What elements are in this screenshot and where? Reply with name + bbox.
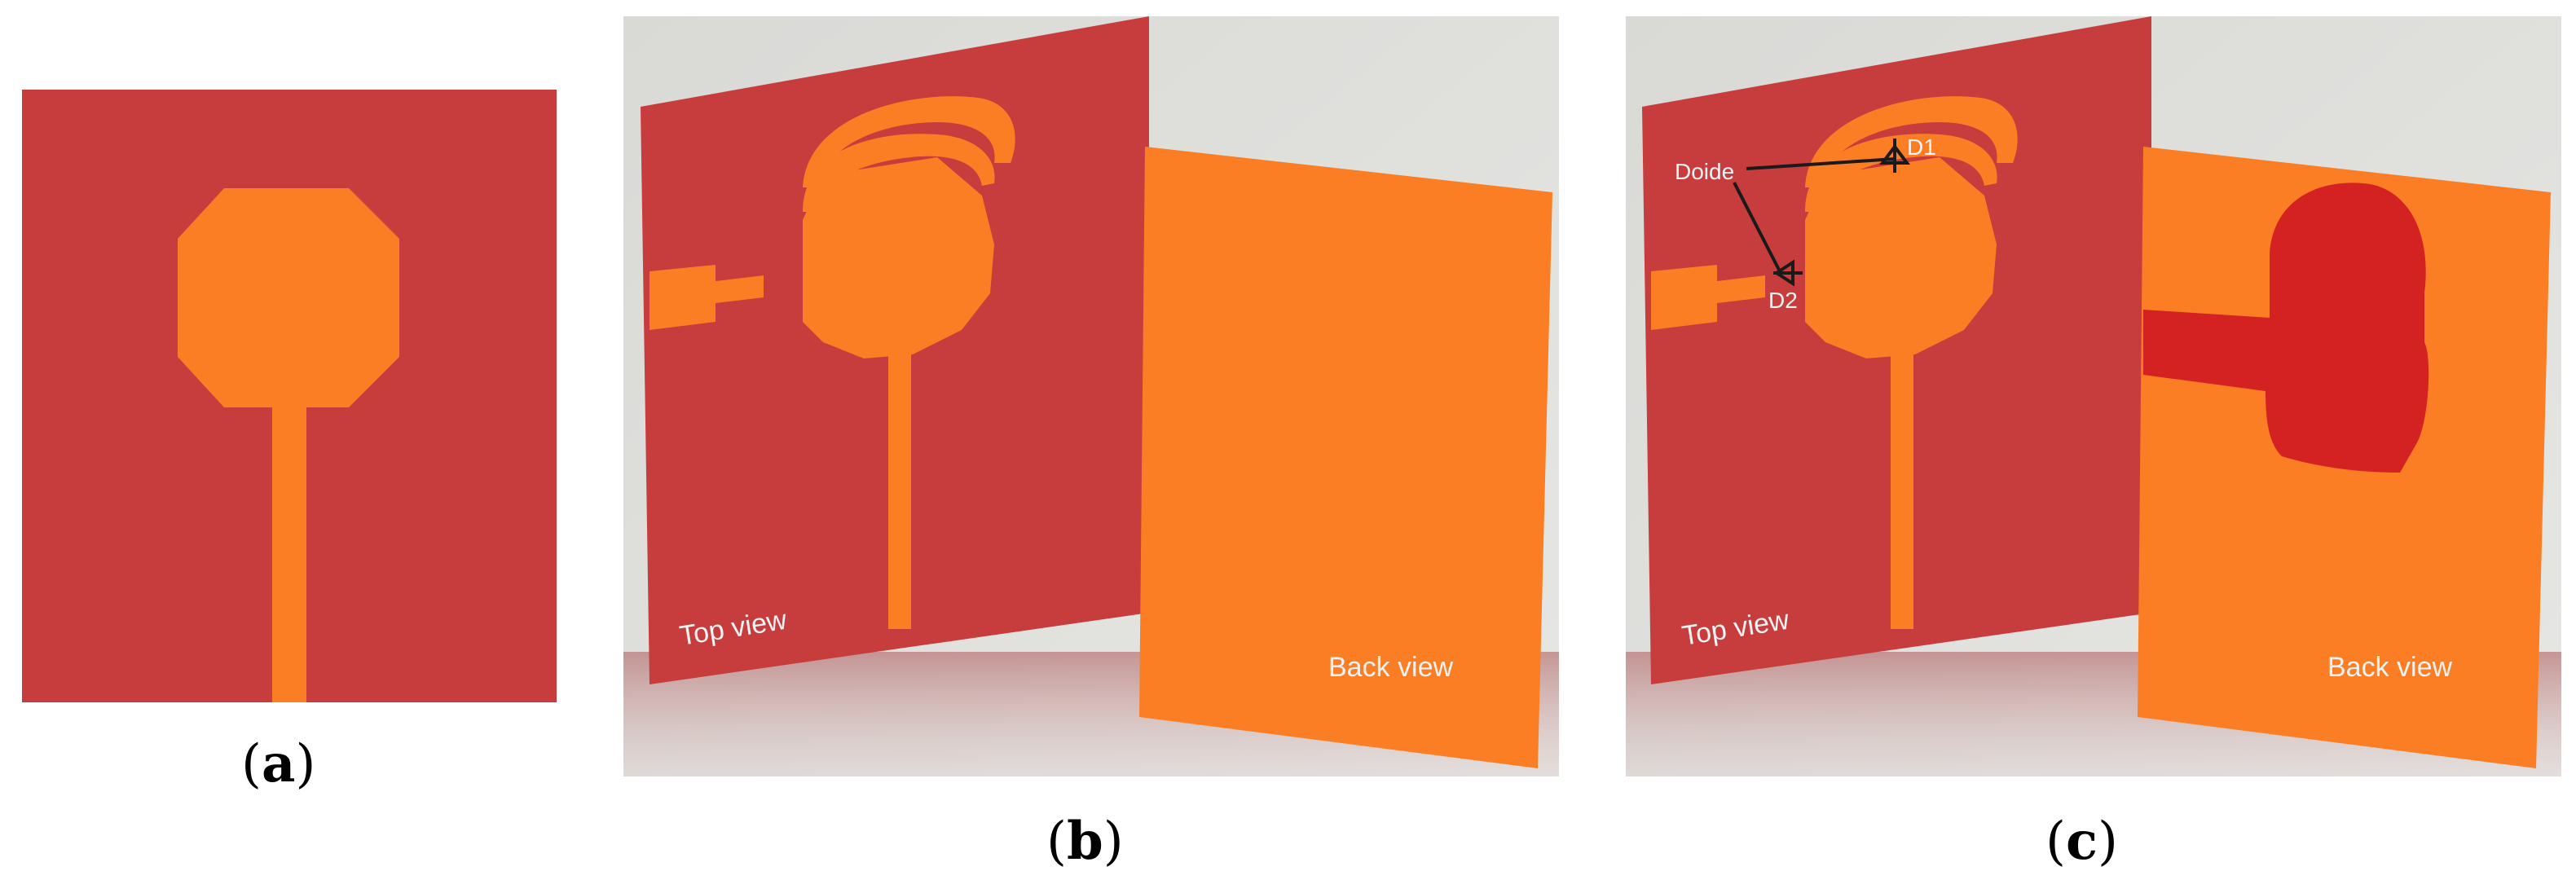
panel-c: Doide D1 D2 Top view Back view — [1626, 16, 2561, 776]
side-stub-b — [650, 265, 764, 330]
patch-c — [1805, 157, 1997, 359]
caption-a: (a) — [241, 733, 316, 794]
diode-label: Doide — [1675, 159, 1734, 184]
diode-leader-d2 — [1733, 182, 1782, 274]
patch-octagon-a — [178, 188, 399, 407]
arc-inner-c — [1805, 134, 1997, 212]
back-view-label-b: Back view — [1328, 652, 1453, 683]
caption-c: (c) — [2045, 811, 2118, 872]
side-stub-c — [1651, 265, 1765, 330]
caption-c-letter: c — [2065, 811, 2098, 872]
back-slot-c — [2143, 183, 2429, 473]
diode-leader-d1 — [1746, 157, 1896, 170]
caption-b: (b) — [1046, 811, 1124, 872]
feed-line-b — [888, 352, 911, 629]
panel-a — [22, 90, 557, 702]
back-view-label-c: Back view — [2327, 652, 2452, 683]
feed-line-a — [272, 406, 306, 702]
d1-label: D1 — [1907, 134, 1936, 160]
arc-outer-b — [803, 96, 1015, 187]
feed-line-c — [1891, 352, 1913, 629]
caption-a-letter: a — [261, 733, 296, 794]
panel-b: Top view Back view — [623, 16, 1559, 776]
patch-b — [803, 157, 994, 359]
back-board-b — [1139, 147, 1552, 768]
arc-outer-c — [1805, 96, 2018, 187]
caption-b-letter: b — [1066, 811, 1103, 872]
arc-inner-b — [803, 134, 995, 212]
d2-label: D2 — [1768, 288, 1798, 313]
